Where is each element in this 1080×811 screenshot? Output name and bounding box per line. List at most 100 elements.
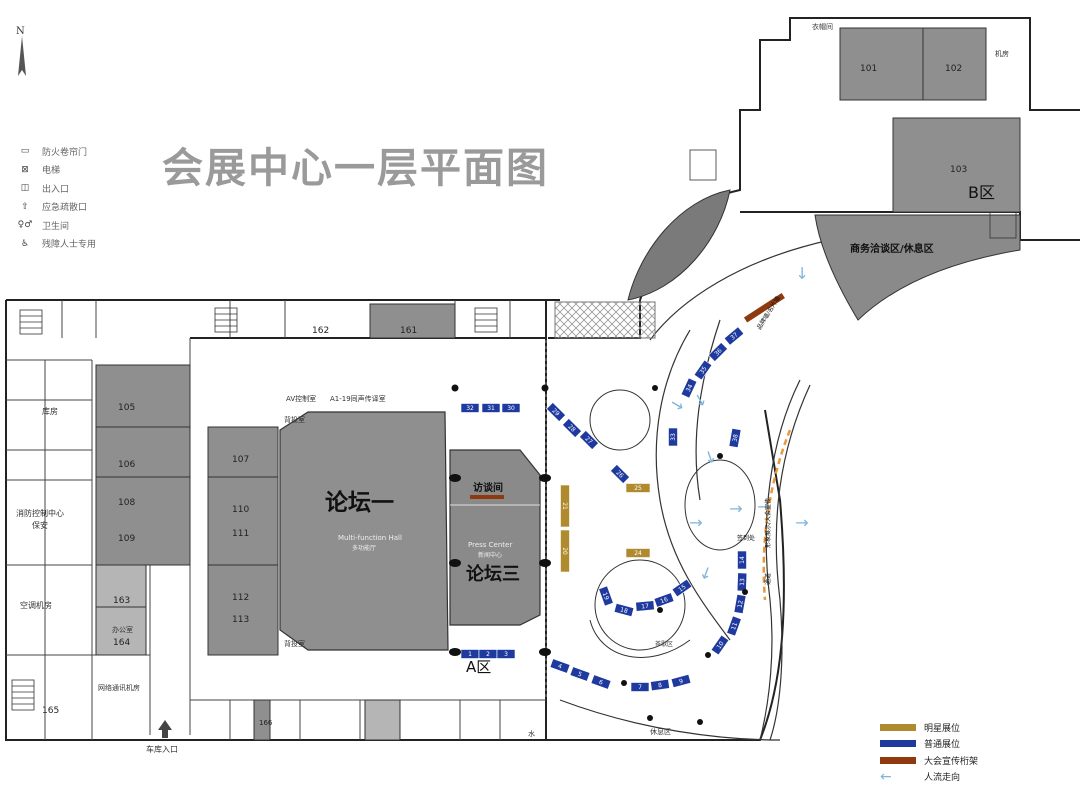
- legend-label: 普通展位: [924, 740, 961, 751]
- room-163-shape: [95, 564, 147, 608]
- room-112-label: 112: [232, 593, 249, 603]
- zone-b-label: B区: [968, 183, 995, 202]
- booth-number: 37: [729, 331, 739, 341]
- passage-label: 通道: [764, 573, 772, 585]
- room-163-label: 163: [113, 596, 130, 606]
- north-label: N: [16, 26, 25, 37]
- room-106-label: 106: [118, 460, 135, 470]
- passage-dashed-line: [762, 429, 792, 601]
- flow-arrow-icon: →: [667, 393, 688, 416]
- booth-shape: [630, 682, 650, 692]
- booth-shape: [671, 578, 693, 598]
- booth-32: 32: [460, 403, 480, 413]
- room-164-shape: [95, 606, 147, 656]
- room-103-shape: [839, 27, 924, 101]
- regular-booth-swatch: [880, 740, 916, 748]
- booth-shape: [460, 403, 480, 413]
- skylight-area: [554, 301, 656, 339]
- booth-shape: [546, 402, 566, 422]
- flow-arrow-icon: ←: [880, 768, 892, 785]
- booth-shape: [560, 529, 570, 573]
- legend-label: 明星展位: [924, 723, 961, 734]
- booth-3: 3: [496, 649, 516, 659]
- room-labels-west: 105 106 108 109 107 110 111 112 113 161 …: [42, 326, 417, 727]
- business-area: [814, 214, 1021, 321]
- booth-shape: [590, 674, 612, 690]
- north-arrow: N: [12, 26, 32, 82]
- booth-number: 10: [715, 640, 725, 650]
- booth-number: 27: [583, 435, 593, 445]
- press-center-en: Press Center: [468, 541, 512, 549]
- booth-11: 11: [726, 615, 742, 637]
- booth-28: 28: [562, 418, 582, 438]
- legend-label: 应急疏散口: [42, 203, 88, 214]
- booth-shape: [650, 678, 670, 692]
- booth-24: 24: [625, 548, 651, 558]
- booth-shape: [733, 594, 747, 614]
- booth-10: 10: [710, 634, 730, 656]
- booth-6: 6: [590, 674, 612, 690]
- carpark-arrow-icon: [158, 720, 172, 738]
- cloakroom-label: 衣帽间: [812, 22, 833, 31]
- rooms: [95, 27, 1021, 741]
- flow-arrow-icon: →: [795, 513, 808, 532]
- booth-number: 2: [486, 651, 490, 658]
- room-110-shape: [207, 476, 279, 566]
- carpark-label: 车库入口: [146, 744, 178, 754]
- translation-room-label: A1-19同声传译室: [330, 394, 386, 403]
- booth-21: 21: [560, 484, 570, 528]
- booth-shape: [710, 634, 730, 656]
- booth-number: 28: [566, 423, 576, 433]
- booth-shape: [549, 658, 571, 674]
- booth-shape: [613, 602, 635, 618]
- booth-7: 7: [630, 682, 650, 692]
- flow-arrow-icon: →: [689, 389, 712, 410]
- booth-35: 35: [693, 359, 713, 381]
- legend-label: 电梯: [42, 166, 61, 177]
- map-title: 会展中心一层平面图: [162, 144, 549, 192]
- booth-legend: 明星展位 普通展位 大会宣传桁架 ← 人流走向: [880, 719, 1010, 785]
- booth-4: 4: [549, 658, 571, 674]
- booth-number: 11: [730, 621, 739, 631]
- booth-33: 33: [668, 427, 678, 447]
- booth-shape: [562, 418, 582, 438]
- room-162-label: 162: [312, 326, 329, 336]
- elevator-icon: ⊠: [21, 164, 29, 175]
- water-room-label: 水: [528, 729, 535, 738]
- booth-34: 34: [680, 377, 698, 399]
- forum-one-cn-small: 多功能厅: [352, 544, 376, 552]
- legend-row-accessible: ♿ 残障人士专用: [18, 235, 138, 254]
- room-166-label: 166: [259, 719, 273, 727]
- machine-room-label: 机房: [995, 49, 1009, 58]
- booth-number: 5: [577, 671, 583, 679]
- room-labels: 101 102 103: [860, 64, 967, 175]
- emergency-exit-icon: ⇧: [21, 201, 29, 212]
- legend-label: 人流走向: [924, 773, 961, 784]
- room-101-label: 103: [950, 165, 967, 175]
- booth-number: 20: [561, 547, 568, 555]
- projection-top-label: 背投室: [284, 415, 305, 424]
- booth-shape: [737, 550, 747, 570]
- booth-number: 9: [678, 678, 684, 686]
- booth-shape: [610, 464, 630, 484]
- booth-number: 14: [739, 556, 746, 564]
- av-room-label: AV控制室: [286, 394, 316, 403]
- room-110-label: 110: [232, 505, 249, 515]
- booth-shape: [625, 483, 651, 493]
- booth-shape: [680, 377, 698, 399]
- room-161-label: 161: [400, 326, 417, 336]
- business-area-label: 商务洽谈区/休息区: [850, 242, 934, 255]
- booth-18: 18: [613, 602, 635, 618]
- legend-row-star-booth: 明星展位: [880, 719, 1010, 736]
- truss-swatch: [880, 756, 916, 764]
- booth-shape: [635, 600, 655, 612]
- booth-shape: [728, 428, 742, 448]
- booth-number: 35: [698, 365, 708, 375]
- booth-19: 19: [598, 585, 614, 607]
- room-112-shape: [207, 564, 279, 656]
- booth-13: 13: [736, 572, 748, 592]
- room-111-label: 111: [232, 529, 249, 539]
- booth-number: 34: [685, 383, 695, 393]
- legend-row-elevator: ⊠ 电梯: [18, 161, 138, 180]
